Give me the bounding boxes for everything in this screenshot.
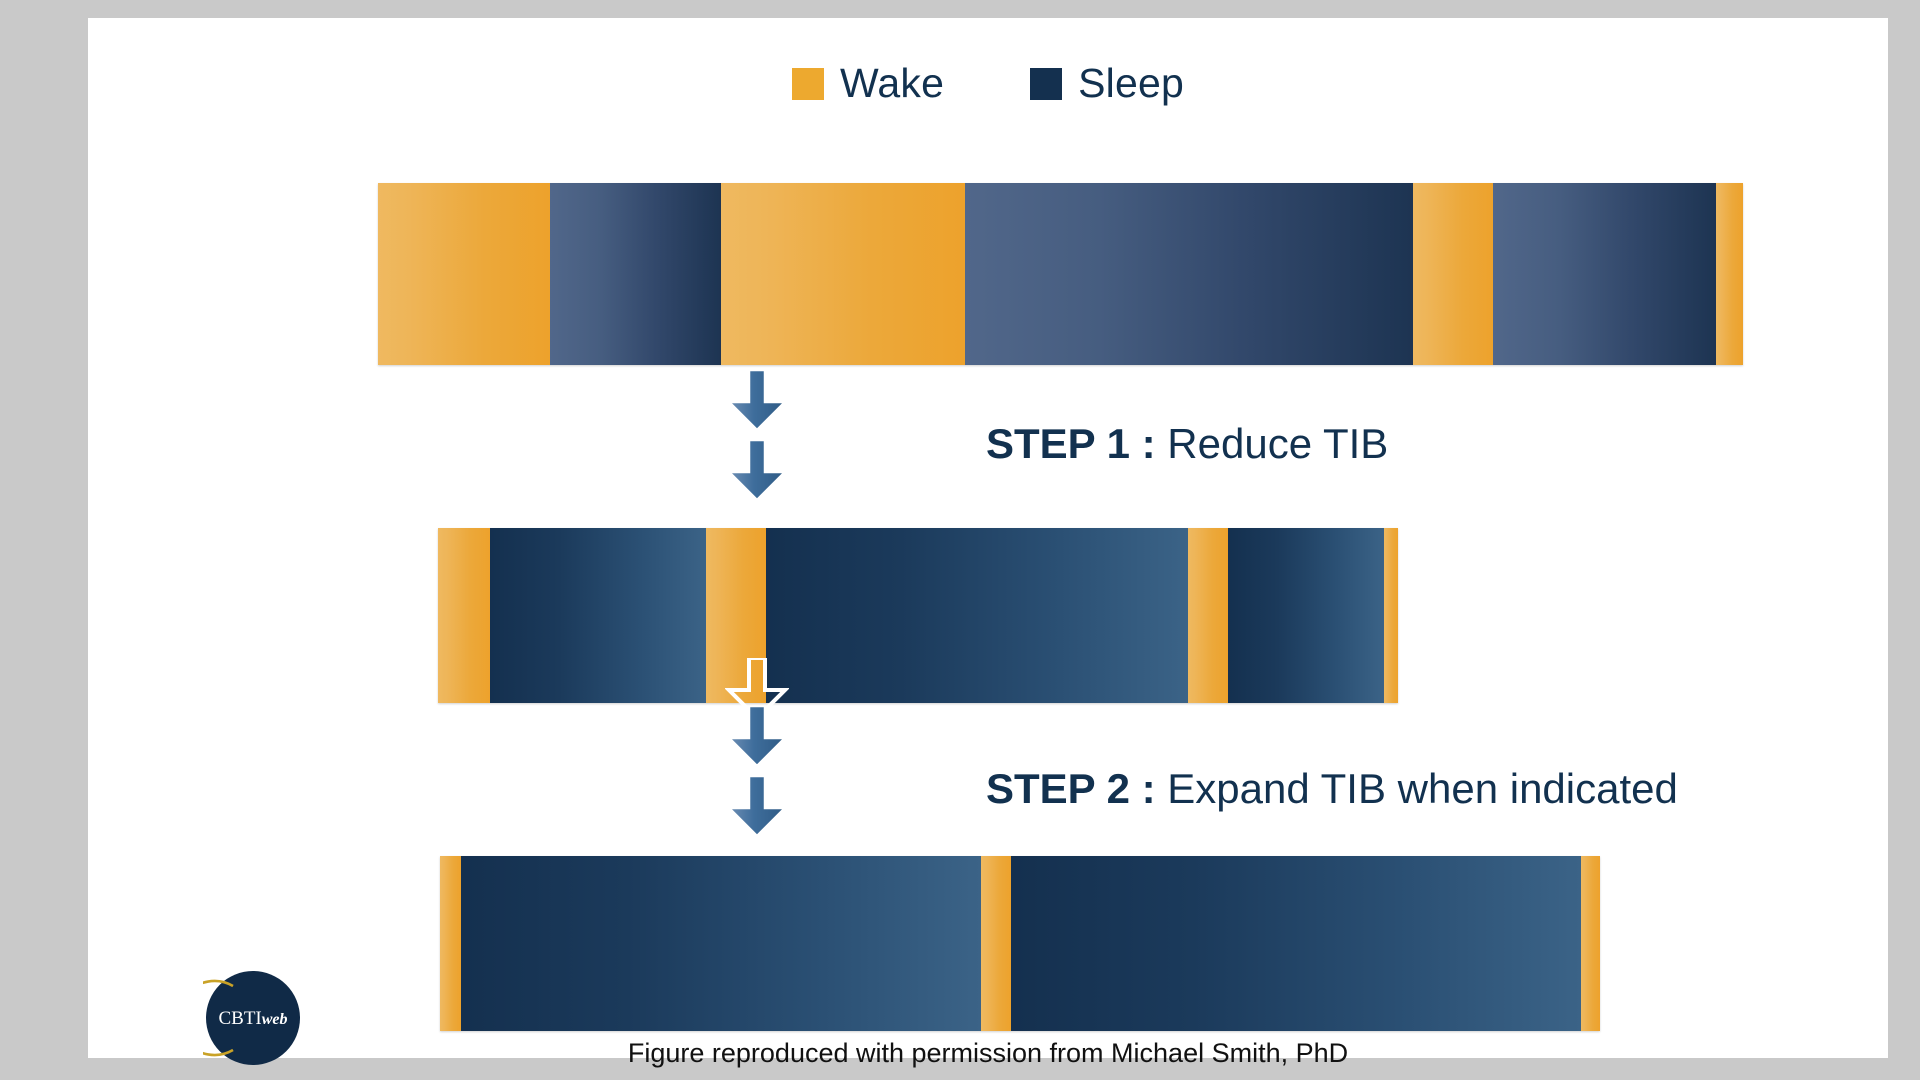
segment-wake-1 bbox=[438, 528, 490, 703]
segment-sleep-2 bbox=[460, 856, 981, 1031]
segment-wake-5 bbox=[1581, 856, 1600, 1031]
segment-wake-7 bbox=[1715, 183, 1743, 365]
sleep-swatch-icon bbox=[1030, 67, 1063, 100]
segment-sleep-4 bbox=[766, 528, 1188, 703]
segment-wake-5 bbox=[1412, 183, 1494, 365]
segment-wake-1 bbox=[440, 856, 461, 1031]
segment-wake-3 bbox=[980, 856, 1011, 1031]
segment-wake-7 bbox=[1383, 528, 1398, 703]
segment-wake-3 bbox=[705, 528, 767, 703]
legend: Wake Sleep bbox=[88, 63, 1888, 104]
legend-label-sleep: Sleep bbox=[1078, 60, 1184, 106]
segment-wake-1 bbox=[378, 183, 550, 365]
segment-sleep-6 bbox=[1228, 528, 1384, 703]
step-1-label: STEP 1 : Reduce TIB bbox=[986, 423, 1388, 465]
legend-label-wake: Wake bbox=[840, 60, 945, 106]
step-2-text: Expand TIB when indicated bbox=[1155, 765, 1678, 812]
baseline-hypnogram-bar bbox=[378, 183, 1743, 365]
logo-wordmark: CBTIweb bbox=[218, 1008, 287, 1029]
down-arrow-solid-6 bbox=[725, 776, 789, 838]
segment-wake-5 bbox=[1187, 528, 1229, 703]
step-2-bold: STEP 2 : bbox=[986, 765, 1156, 812]
legend-item-wake: Wake bbox=[792, 63, 944, 104]
figure-caption: Figure reproduced with permission from M… bbox=[627, 1038, 1349, 1068]
cbtiweb-logo: CBTIweb bbox=[176, 968, 303, 1068]
step-1-text: Reduce TIB bbox=[1155, 420, 1389, 467]
segment-sleep-2 bbox=[549, 183, 721, 365]
step-1-bold: STEP 1 : bbox=[986, 420, 1156, 467]
legend-item-sleep: Sleep bbox=[1030, 63, 1184, 104]
segment-sleep-2 bbox=[489, 528, 706, 703]
logo-circle bbox=[206, 971, 300, 1065]
down-arrow-outline-4 bbox=[725, 658, 789, 720]
wake-swatch-icon bbox=[792, 67, 825, 100]
slide-canvas: Wake Sleep ST bbox=[88, 18, 1888, 1068]
down-arrow-solid-5 bbox=[725, 706, 789, 768]
segment-wake-3 bbox=[720, 183, 965, 365]
segment-sleep-6 bbox=[1493, 183, 1716, 365]
step2-hypnogram-bar bbox=[440, 856, 1600, 1031]
step-2-label: STEP 2 : Expand TIB when indicated bbox=[986, 768, 1678, 810]
down-arrow-solid-1 bbox=[725, 370, 789, 432]
down-arrow-solid-2 bbox=[725, 440, 789, 502]
segment-sleep-4 bbox=[964, 183, 1413, 365]
segment-sleep-4 bbox=[1010, 856, 1582, 1031]
step1-hypnogram-bar bbox=[438, 528, 1398, 703]
